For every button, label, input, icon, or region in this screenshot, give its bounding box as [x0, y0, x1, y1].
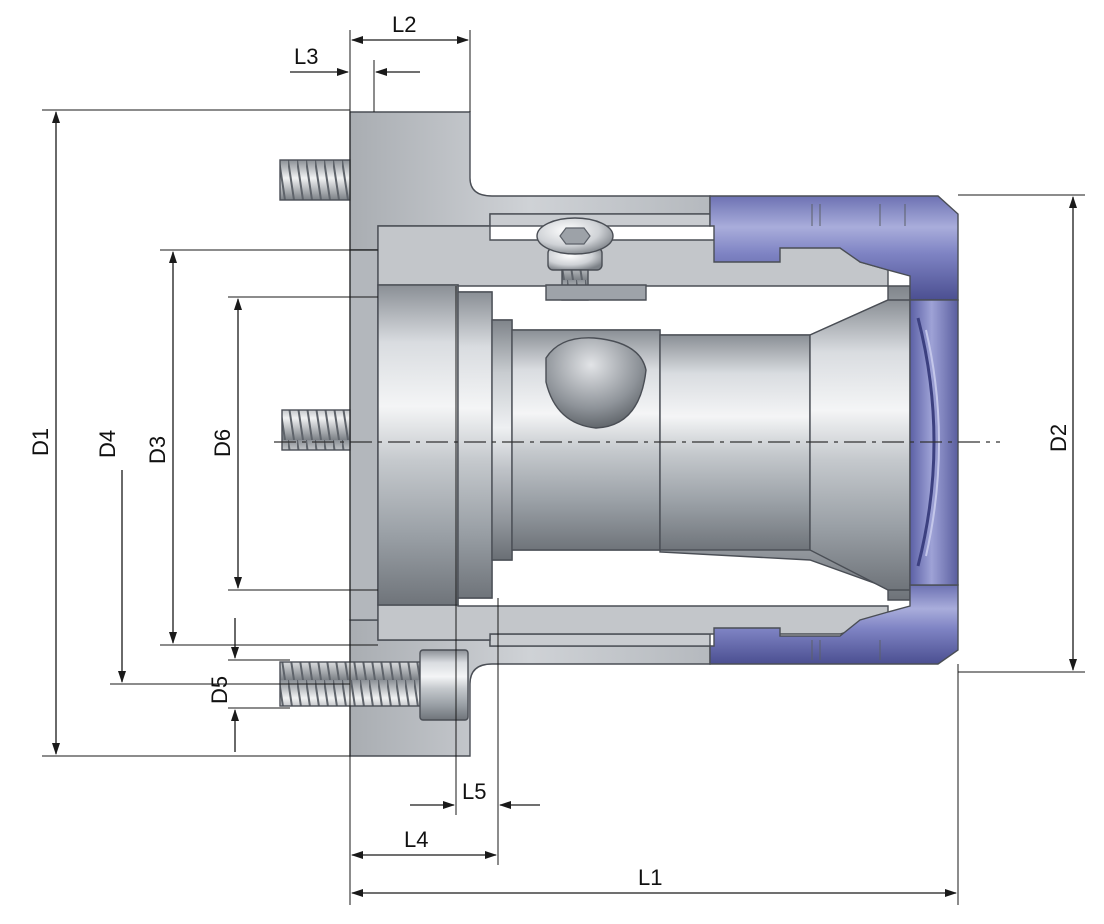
- flange-face: [349, 249, 379, 621]
- label-D6: D6: [210, 429, 235, 457]
- step-ring: [457, 291, 493, 599]
- screw-washer: [545, 284, 647, 301]
- label-L3: L3: [294, 44, 318, 69]
- taper-cone: [809, 299, 911, 591]
- label-D4: D4: [95, 430, 120, 458]
- hydraulic-chuck-body: [274, 111, 1000, 757]
- stud-middle: [281, 409, 351, 451]
- label-D1: D1: [28, 428, 53, 456]
- label-L5: L5: [462, 779, 486, 804]
- cap-screw: [536, 217, 647, 301]
- clamping-pin: [545, 337, 647, 429]
- dimension-labels: L1 L2 L3 L4 L5 D1 D2 D3 D4 D5 D6: [28, 12, 1071, 890]
- label-L1: L1: [638, 865, 662, 890]
- stud-bottom-collar: [419, 649, 469, 721]
- label-D3: D3: [145, 436, 170, 464]
- label-D5: D5: [207, 676, 232, 704]
- stud-top: [279, 159, 351, 201]
- housing-sleeve-bottom: [489, 633, 711, 647]
- label-D2: D2: [1046, 424, 1071, 452]
- label-L4: L4: [404, 827, 428, 852]
- groove-ring: [491, 319, 513, 561]
- front-ring: [377, 284, 459, 606]
- dimension-lines: [42, 30, 1085, 905]
- collet-nut-top: [709, 195, 959, 301]
- collet-nut-bottom: [709, 584, 959, 665]
- label-L2: L2: [392, 12, 416, 37]
